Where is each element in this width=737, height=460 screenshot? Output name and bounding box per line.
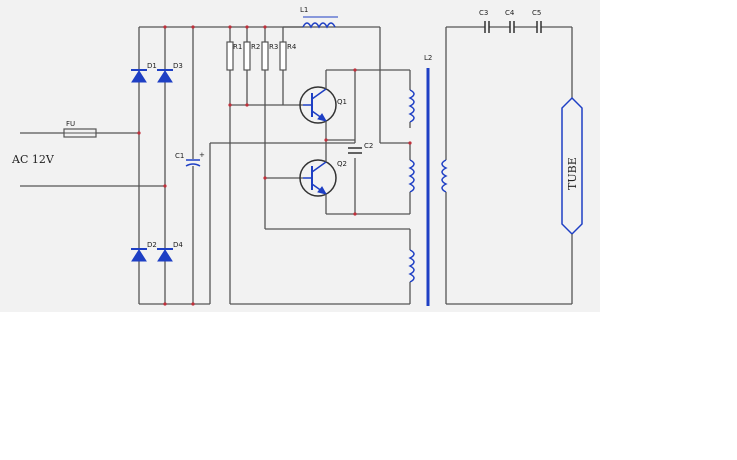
diode-d2 [131, 248, 147, 262]
transistor-q2 [299, 159, 337, 197]
label-c2: C2 [364, 142, 373, 150]
label-r3: R3 [269, 43, 278, 51]
resistor-r2 [243, 41, 251, 71]
junction-nodes [137, 25, 412, 306]
label-d1: D1 [147, 62, 157, 70]
label-d2: D2 [147, 241, 157, 249]
transformer-primary-coil-2 [380, 142, 415, 214]
capacitor-c1 [185, 27, 201, 304]
diode-d1 [131, 69, 147, 83]
resistor-r3 [261, 41, 269, 71]
capacitor-c5 [536, 21, 542, 33]
resistor-wiring [229, 70, 410, 305]
capacitor-c3 [484, 21, 490, 33]
label-l1: L1 [300, 6, 308, 14]
transformer-primary-coil-3 [408, 229, 415, 304]
label-r1: R1 [233, 43, 242, 51]
resistor-bank [229, 27, 284, 42]
schematic-panel [0, 0, 600, 312]
label-fuse: FU [66, 120, 75, 128]
label-c3: C3 [479, 9, 488, 17]
capacitor-c2 [348, 147, 362, 154]
diode-d4 [157, 248, 173, 262]
ac-input-label: AC 12V [11, 153, 55, 166]
transistor-wiring [325, 69, 410, 215]
tube-label: TUBE [566, 157, 579, 190]
label-c5: C5 [532, 9, 541, 17]
label-c1: C1 [175, 152, 184, 160]
secondary-top-wire [446, 26, 573, 98]
label-l2: L2 [424, 54, 432, 62]
diode-d3 [157, 69, 173, 83]
label-c4: C4 [505, 9, 515, 17]
label-r2: R2 [251, 43, 260, 51]
fluorescent-tube [561, 96, 583, 304]
transformer-secondary-coil [441, 27, 572, 305]
transformer-primary-coil-1 [408, 70, 415, 128]
return-wiring [209, 142, 355, 304]
label-q2: Q2 [337, 160, 347, 168]
c1-polarity: + [199, 151, 205, 159]
label-q1: Q1 [337, 98, 347, 106]
transistor-q1 [299, 86, 337, 124]
inductor-l1 [283, 16, 381, 143]
fuse-symbol [63, 128, 97, 138]
resistor-r4 [279, 41, 287, 71]
label-d4: D4 [173, 241, 183, 249]
label-d3: D3 [173, 62, 183, 70]
ac-input [20, 132, 165, 187]
capacitor-c4 [509, 21, 515, 33]
label-r4: R4 [287, 43, 297, 51]
